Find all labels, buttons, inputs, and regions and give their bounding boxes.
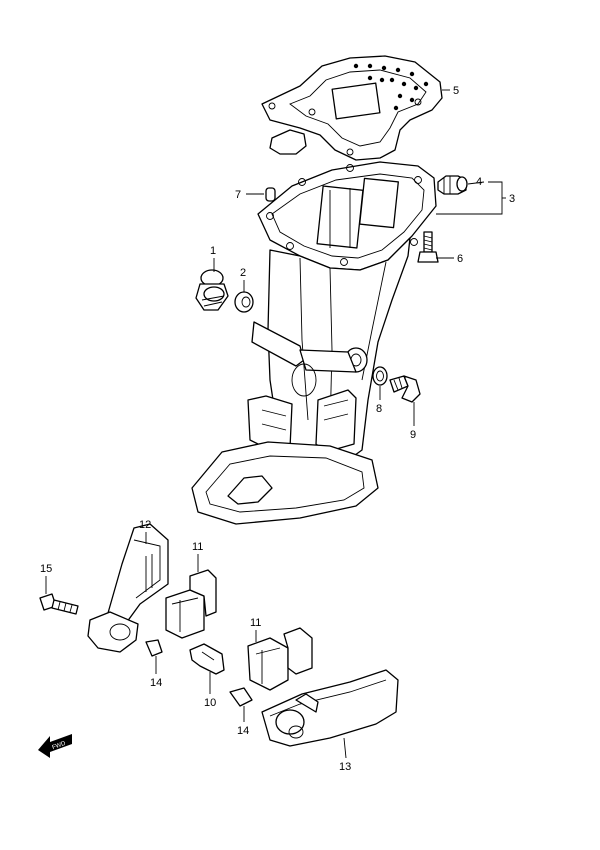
callout-7: 7: [235, 189, 241, 201]
callout-4: 4: [476, 176, 482, 188]
callout-14-left: 14: [150, 677, 162, 689]
drain-bolt-part-9: [389, 375, 421, 403]
callout-14-right: 14: [237, 725, 249, 737]
pin-part-14-left: [145, 639, 163, 657]
callout-labels: 5 4 3 7 6 1 2 8 9 12 11 15 14 10 11 14 1…: [40, 85, 515, 773]
drive-shaft-housing-part-3: [191, 161, 437, 525]
dowel-pin-part-7: [265, 187, 276, 202]
callout-6: 6: [457, 253, 463, 265]
gasket-part-5: [261, 55, 443, 161]
bolt-part-15: [39, 593, 79, 615]
fwd-arrow-icon: FWD: [38, 734, 72, 758]
mount-bracket-part-13: [261, 669, 399, 747]
fwd-label: FWD: [52, 741, 68, 752]
washer-part-2: [234, 291, 254, 313]
callout-11-lower: 11: [250, 617, 261, 629]
callout-5: 5: [453, 85, 459, 97]
plug-part-4: [437, 175, 468, 195]
rubber-block-part-11-upper: [165, 569, 217, 639]
rubber-block-part-11-lower: [247, 627, 313, 691]
callout-1: 1: [210, 245, 216, 257]
callout-13: 13: [339, 761, 351, 773]
callout-3: 3: [509, 193, 515, 205]
o-ring-part-8: [372, 366, 388, 386]
callout-10: 10: [204, 697, 216, 709]
callout-15: 15: [40, 563, 52, 575]
callout-2: 2: [240, 267, 246, 279]
callout-11-upper: 11: [192, 541, 203, 553]
leader-lines: [45, 89, 506, 759]
mount-bracket-part-12: [87, 523, 169, 653]
bolt-part-6: [417, 231, 439, 263]
callout-8: 8: [376, 403, 382, 415]
callout-9: 9: [410, 429, 416, 441]
clip-part-10: [189, 643, 225, 675]
pin-part-14-right: [229, 687, 253, 707]
callout-12: 12: [139, 519, 151, 531]
rubber-mount-part-1: [195, 269, 229, 311]
